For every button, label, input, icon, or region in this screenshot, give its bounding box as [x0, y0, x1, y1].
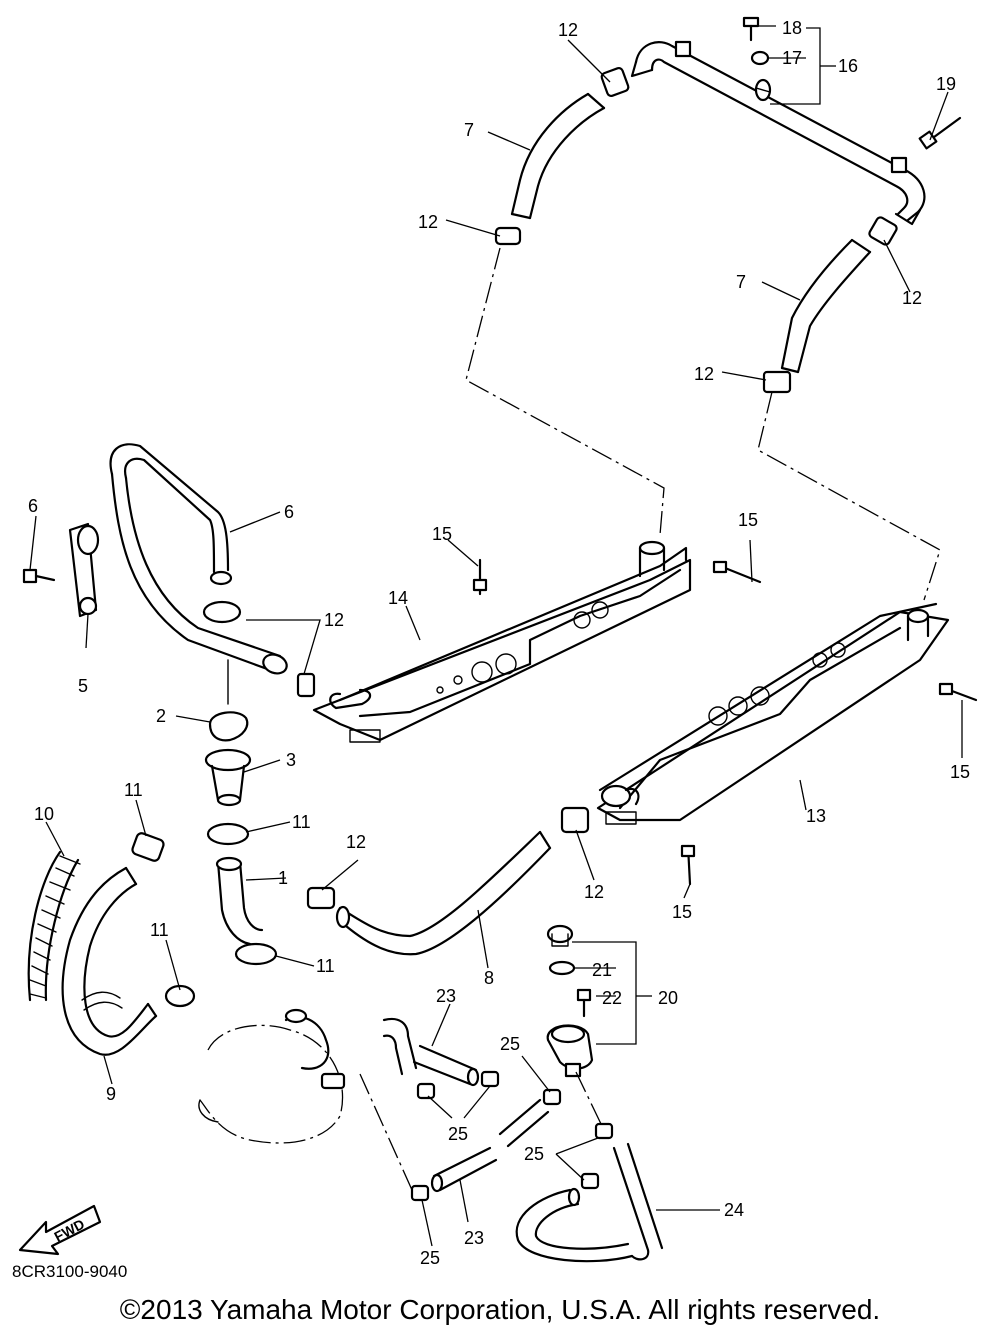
leader-lines	[29, 25, 963, 1247]
callout-4: 6	[284, 502, 294, 522]
drawing-code: 8CR3100-9040	[12, 1262, 128, 1281]
hose-8	[335, 830, 552, 956]
callout-12: 12	[558, 20, 578, 40]
hose-23-upper	[382, 1017, 480, 1087]
callout-23: 23	[436, 986, 456, 1006]
callout-7: 7	[464, 120, 474, 140]
callout-2: 2	[156, 706, 166, 726]
callout-12: 12	[418, 212, 438, 232]
hose-1	[215, 856, 264, 946]
callout-10: 10	[34, 804, 54, 824]
callout-5: 5	[78, 676, 88, 696]
callout-18: 18	[782, 18, 802, 38]
bolt-18-icon	[742, 16, 760, 42]
clamp-11-upper-icon	[206, 822, 250, 846]
hose-7-right	[780, 238, 872, 374]
pipe-4	[109, 443, 288, 675]
clamp-25-a-icon	[416, 1082, 436, 1100]
callout-7: 7	[736, 272, 746, 292]
rivet-19-icon	[918, 116, 962, 150]
callout-11: 11	[124, 780, 143, 800]
parts-diagram: FWD	[18, 16, 978, 1268]
heat-exchanger-13	[596, 602, 950, 825]
clamp-12-pipe4-end-icon	[296, 672, 316, 698]
callout-1: 1	[278, 868, 288, 888]
cross-pipe-assembly	[630, 40, 926, 226]
washer-17-icon	[750, 50, 770, 66]
callout-19: 19	[936, 74, 956, 94]
clamp-11-left-icon	[131, 832, 165, 862]
rivet-15-a-icon	[472, 558, 488, 596]
bracket-5	[68, 522, 100, 618]
callout-23: 23	[464, 1228, 484, 1248]
clamp-12-left-mid-icon	[494, 226, 522, 246]
callout-25: 25	[524, 1144, 544, 1164]
clamp-12-pipe4-icon	[202, 600, 242, 624]
callout-12: 12	[346, 832, 366, 852]
callout-12: 12	[902, 288, 922, 308]
callout-15: 15	[432, 524, 452, 544]
callout-15: 15	[738, 510, 758, 530]
fwd-arrow-icon: FWD	[18, 1204, 102, 1256]
callout-21: 21	[592, 960, 612, 980]
pump-housing	[198, 1008, 346, 1144]
callout-25: 25	[448, 1124, 468, 1144]
callout-12: 12	[694, 364, 714, 384]
hose-24	[515, 1142, 664, 1263]
clamp-25-c-icon	[542, 1088, 562, 1106]
clamp-12-hose8-icon	[306, 886, 336, 910]
callout-17: 17	[782, 48, 802, 68]
rivet-15-c-icon	[938, 682, 978, 702]
callout-12: 12	[324, 610, 344, 630]
callout-20: 20	[658, 988, 678, 1008]
callout-11: 11	[316, 956, 335, 976]
callout-15: 15	[672, 902, 692, 922]
clamp-12-top-icon	[600, 66, 630, 98]
clamp-12-right-mid-icon	[762, 370, 792, 394]
callout-13: 13	[806, 806, 826, 826]
clamp-12-right-top-icon	[868, 216, 898, 246]
clamp-25-f-icon	[580, 1172, 600, 1190]
heat-exchanger-14	[312, 540, 692, 743]
clamp-25-d-icon	[410, 1184, 430, 1202]
bolt-6-icon	[22, 568, 56, 584]
callout-15: 15	[950, 762, 970, 782]
thermostat-housing-20	[546, 924, 594, 1078]
callout-11: 11	[150, 920, 169, 940]
clamp-25-b-icon	[480, 1070, 500, 1088]
hose-7-left	[510, 92, 606, 220]
callout-labels: 12 7 12 7 12 12 18 17 16 19 6 7 6 5 12 2…	[28, 18, 970, 1268]
callout-24: 24	[724, 1200, 744, 1220]
callout-25: 25	[500, 1034, 520, 1054]
callout-12: 12	[584, 882, 604, 902]
hose-9	[61, 866, 158, 1056]
rivet-15-d-icon	[680, 844, 696, 886]
clamp-11-left-low-icon	[164, 984, 196, 1008]
callout-14: 14	[388, 588, 408, 608]
callout-11: 11	[292, 812, 311, 832]
callout-16: 16	[838, 56, 858, 76]
cap-2-icon	[208, 711, 249, 742]
clamp-11-lower-icon	[234, 942, 278, 966]
clamp-25-e-icon	[594, 1122, 614, 1140]
callout-25: 25	[420, 1248, 440, 1268]
callout-22: 22	[602, 988, 622, 1008]
clamp-12-radiator13-icon	[560, 806, 590, 834]
rivet-15-b-icon	[712, 560, 762, 584]
copyright-notice: ©2013 Yamaha Motor Corporation, U.S.A. A…	[119, 1294, 881, 1325]
callout-8: 8	[484, 968, 494, 988]
filler-neck-3	[204, 748, 252, 807]
corrugated-tube-10	[27, 850, 81, 1002]
callout-3: 3	[286, 750, 296, 770]
callout-9: 9	[106, 1084, 116, 1104]
hose-23-lower	[430, 1098, 550, 1193]
callout-6-label: 6	[28, 496, 38, 516]
